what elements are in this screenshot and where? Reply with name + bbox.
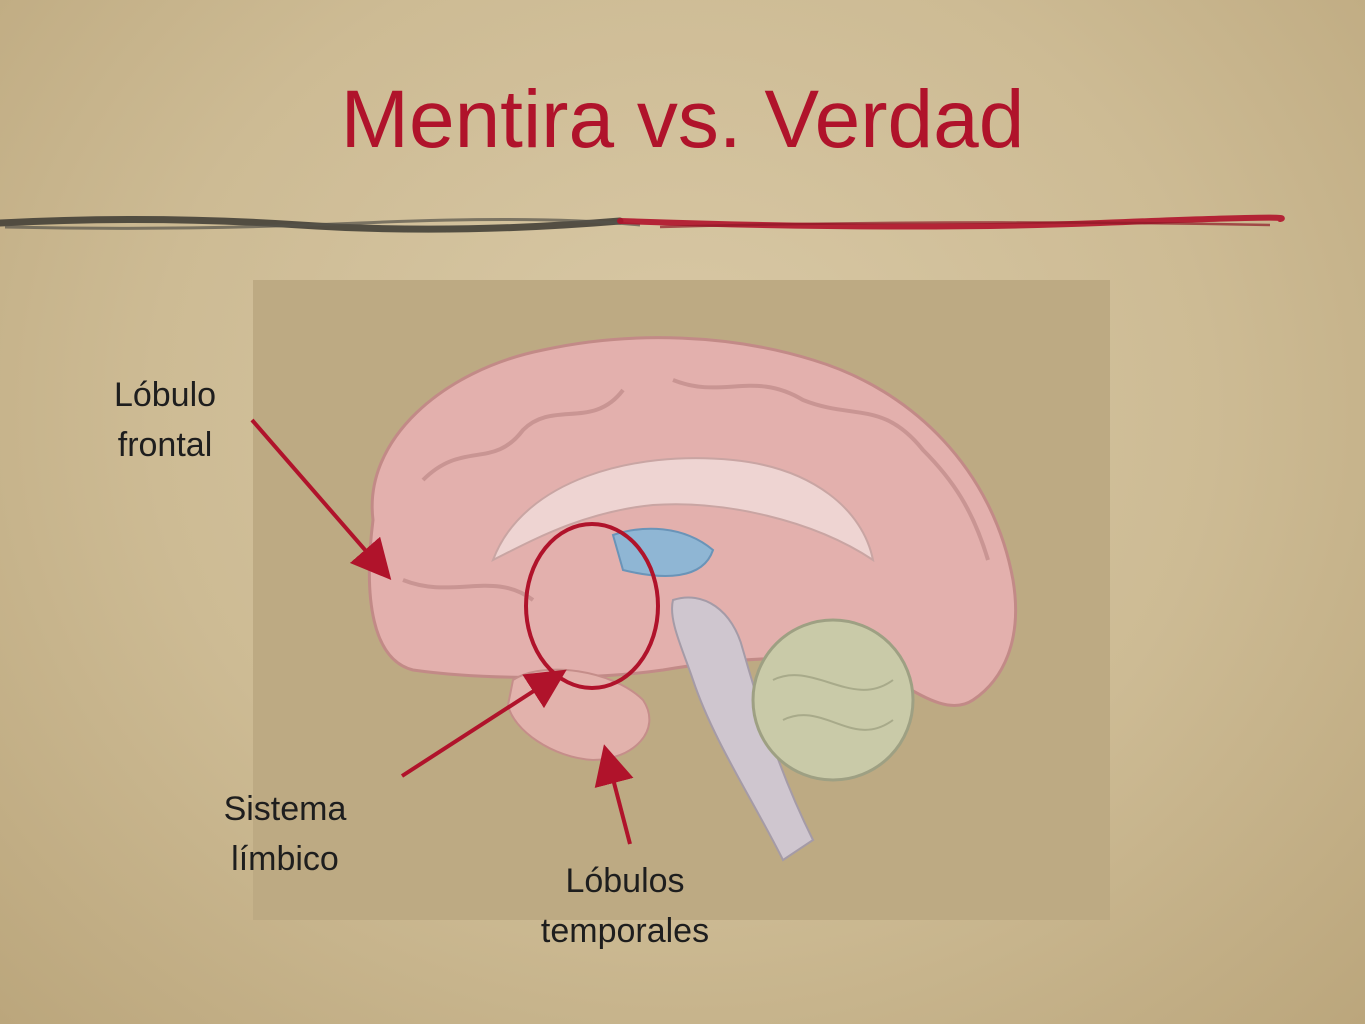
label-limbic-line-2: límbico [231,840,339,878]
frontal-arrow [250,418,392,581]
limbic-arrow [400,669,567,778]
label-frontal-lobe: Lóbulo frontal [80,370,250,470]
label-frontal-line-1: Lóbulo [113,376,217,414]
label-temporal-lobes: Lóbulos temporales [505,856,745,956]
title-divider [0,214,1285,233]
brain-photo [253,280,1110,920]
label-limbic-system: Sistema límbico [190,784,380,884]
label-limbic-line-1: Sistema [223,790,347,828]
limbic-highlight-ellipse [524,522,660,690]
label-temporal-line-1: Lóbulos [565,862,685,900]
temporal-arrow [594,744,634,845]
label-frontal-line-2: frontal [117,426,213,464]
slide-title: Mentira vs. Verdad [340,74,1025,165]
label-temporal-line-2: temporales [540,912,710,950]
